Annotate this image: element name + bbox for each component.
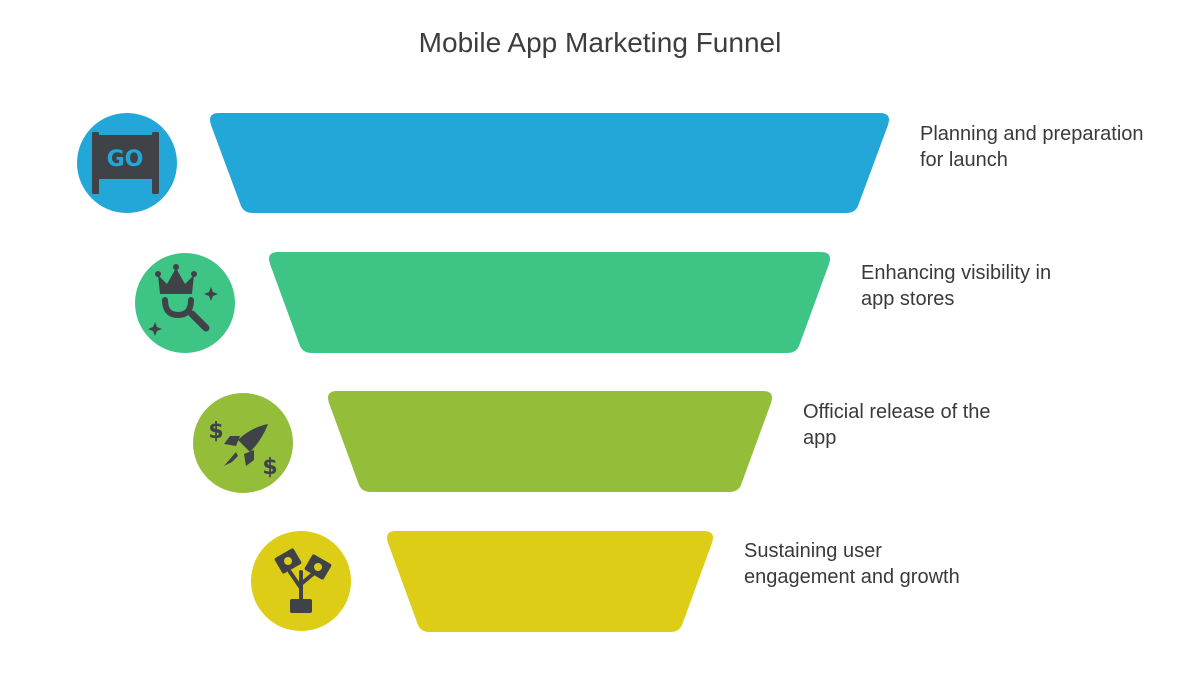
money-plant-icon	[274, 548, 332, 613]
funnel-stage-1: GO	[77, 113, 889, 213]
funnel-band-1	[210, 113, 889, 213]
svg-text:$: $	[262, 455, 277, 480]
funnel-stage-3: $ $	[193, 391, 772, 493]
stage-label-1: Planning and preparation for launch	[920, 123, 1144, 171]
stage-icon-circle-2	[135, 253, 235, 353]
page-title: Mobile App Marketing Funnel	[418, 26, 782, 58]
funnel-stage-2	[135, 252, 830, 353]
funnel-band-4	[387, 531, 713, 632]
svg-text:$: $	[208, 419, 223, 444]
svg-text:GO: GO	[107, 147, 144, 172]
funnel-band-2	[269, 252, 830, 353]
rocket-money-icon: $ $	[208, 419, 277, 480]
stage-label-2: Enhancing visibility in app stores	[861, 262, 1052, 310]
stage-label-4: Sustaining user engagement and growth	[744, 540, 960, 588]
go-sign-icon: GO	[92, 132, 159, 194]
funnel-stage-4	[251, 531, 713, 632]
stage-label-3: Official release of the app	[803, 401, 991, 449]
funnel-band-3	[328, 391, 772, 492]
crown-search-icon	[148, 264, 218, 336]
